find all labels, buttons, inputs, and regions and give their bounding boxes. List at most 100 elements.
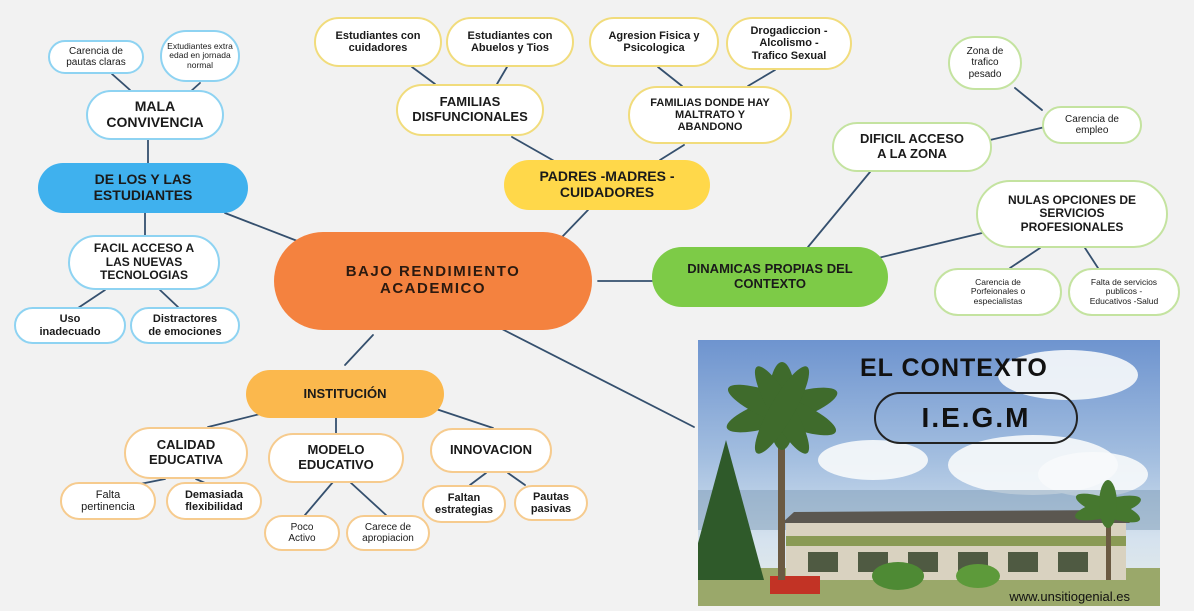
nulas-opciones-label: NULAS OPCIONES DE SERVICIOS PROFESIONALE…: [1007, 192, 1136, 234]
con-abuelos-node: Estudiantes con Abuelos y Tios: [446, 17, 574, 67]
poco-activo-label: Poco Activo: [288, 521, 316, 544]
palm-fronds: [726, 362, 838, 454]
photo-badge: I.E.G.M: [874, 392, 1078, 444]
maltrato-node: FAMILIAS DONDE HAY MALTRATO Y ABANDONO: [628, 86, 792, 144]
faltan-estrategias-label: Faltan estrategias: [434, 491, 494, 516]
connector: [496, 66, 508, 85]
connector: [469, 472, 487, 486]
padres-label: PADRES -MADRES - CUIDADORES: [539, 168, 675, 200]
maltrato-label: FAMILIAS DONDE HAY MALTRATO Y ABANDONO: [650, 96, 770, 134]
drogadiccion-node: Drogadiccion - Alcolismo - Trafico Sexua…: [726, 17, 852, 70]
nulas-opciones-node: NULAS OPCIONES DE SERVICIOS PROFESIONALE…: [976, 180, 1168, 248]
poco-activo-node: Poco Activo: [264, 515, 340, 551]
innovacion-node: INNOVACION: [430, 428, 552, 473]
connector: [807, 171, 871, 248]
carece-apropiacion-node: Carece de apropiacion: [346, 515, 430, 551]
agresion-label: Agresion Fisica y Psicologica: [608, 29, 700, 54]
connector: [77, 289, 106, 309]
falta-pertinencia-node: Falta pertinencia: [60, 482, 156, 520]
photo-title: EL CONTEXTO: [860, 354, 1048, 382]
uso-inadecuado-label: Uso inadecuado: [39, 313, 101, 338]
estudiantes-node: DE LOS Y LAS ESTUDIANTES: [38, 163, 248, 213]
cloud: [1038, 452, 1148, 497]
cloud: [998, 350, 1138, 400]
root-node: BAJO RENDIMIENTO ACADEMICO: [274, 232, 592, 330]
familias-disfuncionales-label: FAMILIAS DISFUNCIONALES: [412, 94, 528, 124]
familias-disfuncionales-node: FAMILIAS DISFUNCIONALES: [396, 84, 544, 136]
falta-pertinencia-label: Falta pertinencia: [81, 488, 135, 513]
root-label: BAJO RENDIMIENTO ACADEMICO: [345, 263, 521, 297]
pautas-pasivas-label: Pautas pasivas: [530, 490, 572, 515]
zona-trafico-label: Zona de trafico pesado: [966, 46, 1004, 80]
palm-trunk-right: [1106, 510, 1111, 580]
shrub: [956, 564, 1000, 588]
innovacion-label: INNOVACION: [449, 442, 533, 458]
carencia-pautas-label: Carencia de pautas claras: [66, 45, 126, 68]
calidad-label: CALIDAD EDUCATIVA: [149, 437, 223, 467]
connector: [561, 209, 589, 238]
carencia-empleo-label: Carencia de empleo: [1065, 113, 1119, 136]
extra-edad-label: Extudiantes extra edad en jornada normal: [167, 40, 233, 70]
school-scene: [698, 362, 1160, 606]
connector: [224, 212, 301, 243]
institucion-label: INSTITUCIÓN: [303, 385, 387, 401]
modelo-node: MODELO EDUCATIVO: [268, 433, 404, 483]
shrub: [872, 562, 924, 590]
uso-inadecuado-node: Uso inadecuado: [14, 307, 126, 344]
connector: [1009, 247, 1041, 269]
carece-apropiacion-label: Carece de apropiacion: [362, 521, 414, 544]
connector: [511, 136, 557, 163]
pine-tree: [698, 440, 764, 580]
palm-fronds-right: [1075, 480, 1141, 528]
connector: [349, 481, 387, 516]
modelo-label: MODELO EDUCATIVO: [298, 442, 374, 472]
connector: [432, 407, 494, 429]
con-abuelos-label: Estudiantes con Abuelos y Tios: [467, 29, 553, 54]
agresion-node: Agresion Fisica y Psicologica: [589, 17, 719, 67]
connector: [499, 327, 695, 428]
connector: [989, 126, 1046, 141]
connector: [304, 481, 334, 516]
connector: [877, 232, 983, 259]
distractores-label: Distractores de emociones: [148, 313, 222, 338]
con-cuidadores-label: Estudiantes con cuidadores: [335, 29, 421, 54]
contexto-node: DINAMICAS PROPIAS DEL CONTEXTO: [652, 247, 888, 307]
facil-acceso-label: FACIL ACCESO A LAS NUEVAS TECNOLOGIAS: [93, 241, 195, 283]
connector: [411, 66, 436, 85]
cloud: [818, 440, 928, 480]
estudiantes-label: DE LOS Y LAS ESTUDIANTES: [93, 171, 193, 203]
mala-convivencia-label: MALA CONVIVENCIA: [106, 98, 204, 130]
demasiada-flex-label: Demasiada flexibilidad: [184, 488, 244, 513]
connector: [1084, 247, 1099, 269]
connector: [159, 289, 179, 308]
connector: [1014, 87, 1043, 111]
zona-trafico-node: Zona de trafico pesado: [948, 36, 1022, 90]
faltan-estrategias-node: Faltan estrategias: [422, 485, 506, 523]
connector: [111, 73, 131, 91]
red-sign: [770, 576, 820, 594]
carencia-pautas-node: Carencia de pautas claras: [48, 40, 144, 74]
pautas-pasivas-node: Pautas pasivas: [514, 485, 588, 521]
contexto-label: DINAMICAS PROPIAS DEL CONTEXTO: [687, 261, 853, 291]
institucion-node: INSTITUCIÓN: [246, 370, 444, 418]
connector: [659, 144, 685, 161]
dificil-acceso-node: DIFICIL ACCESO A LA ZONA: [832, 122, 992, 172]
connector: [657, 66, 683, 87]
distractores-node: Distractores de emociones: [130, 307, 240, 344]
palm-trunk: [778, 410, 785, 580]
carencia-empleo-node: Carencia de empleo: [1042, 106, 1142, 144]
padres-node: PADRES -MADRES - CUIDADORES: [504, 160, 710, 210]
carencia-profesionales-node: Carencia de Porfeionales o especialistas: [934, 268, 1062, 316]
context-photo: EL CONTEXTO I.E.G.M www.unsitiogenial.es: [698, 340, 1160, 606]
facil-acceso-node: FACIL ACCESO A LAS NUEVAS TECNOLOGIAS: [68, 235, 220, 290]
connector: [507, 472, 526, 486]
drogadiccion-label: Drogadiccion - Alcolismo - Trafico Sexua…: [750, 25, 828, 62]
extra-edad-node: Extudiantes extra edad en jornada normal: [160, 30, 240, 82]
demasiada-flex-node: Demasiada flexibilidad: [166, 482, 262, 520]
connector: [344, 334, 374, 366]
carencia-profesionales-label: Carencia de Porfeionales o especialistas: [970, 276, 1026, 306]
falta-servicios-label: Falta de servicios publicos - Educativos…: [1089, 276, 1159, 306]
calidad-node: CALIDAD EDUCATIVA: [124, 427, 248, 479]
